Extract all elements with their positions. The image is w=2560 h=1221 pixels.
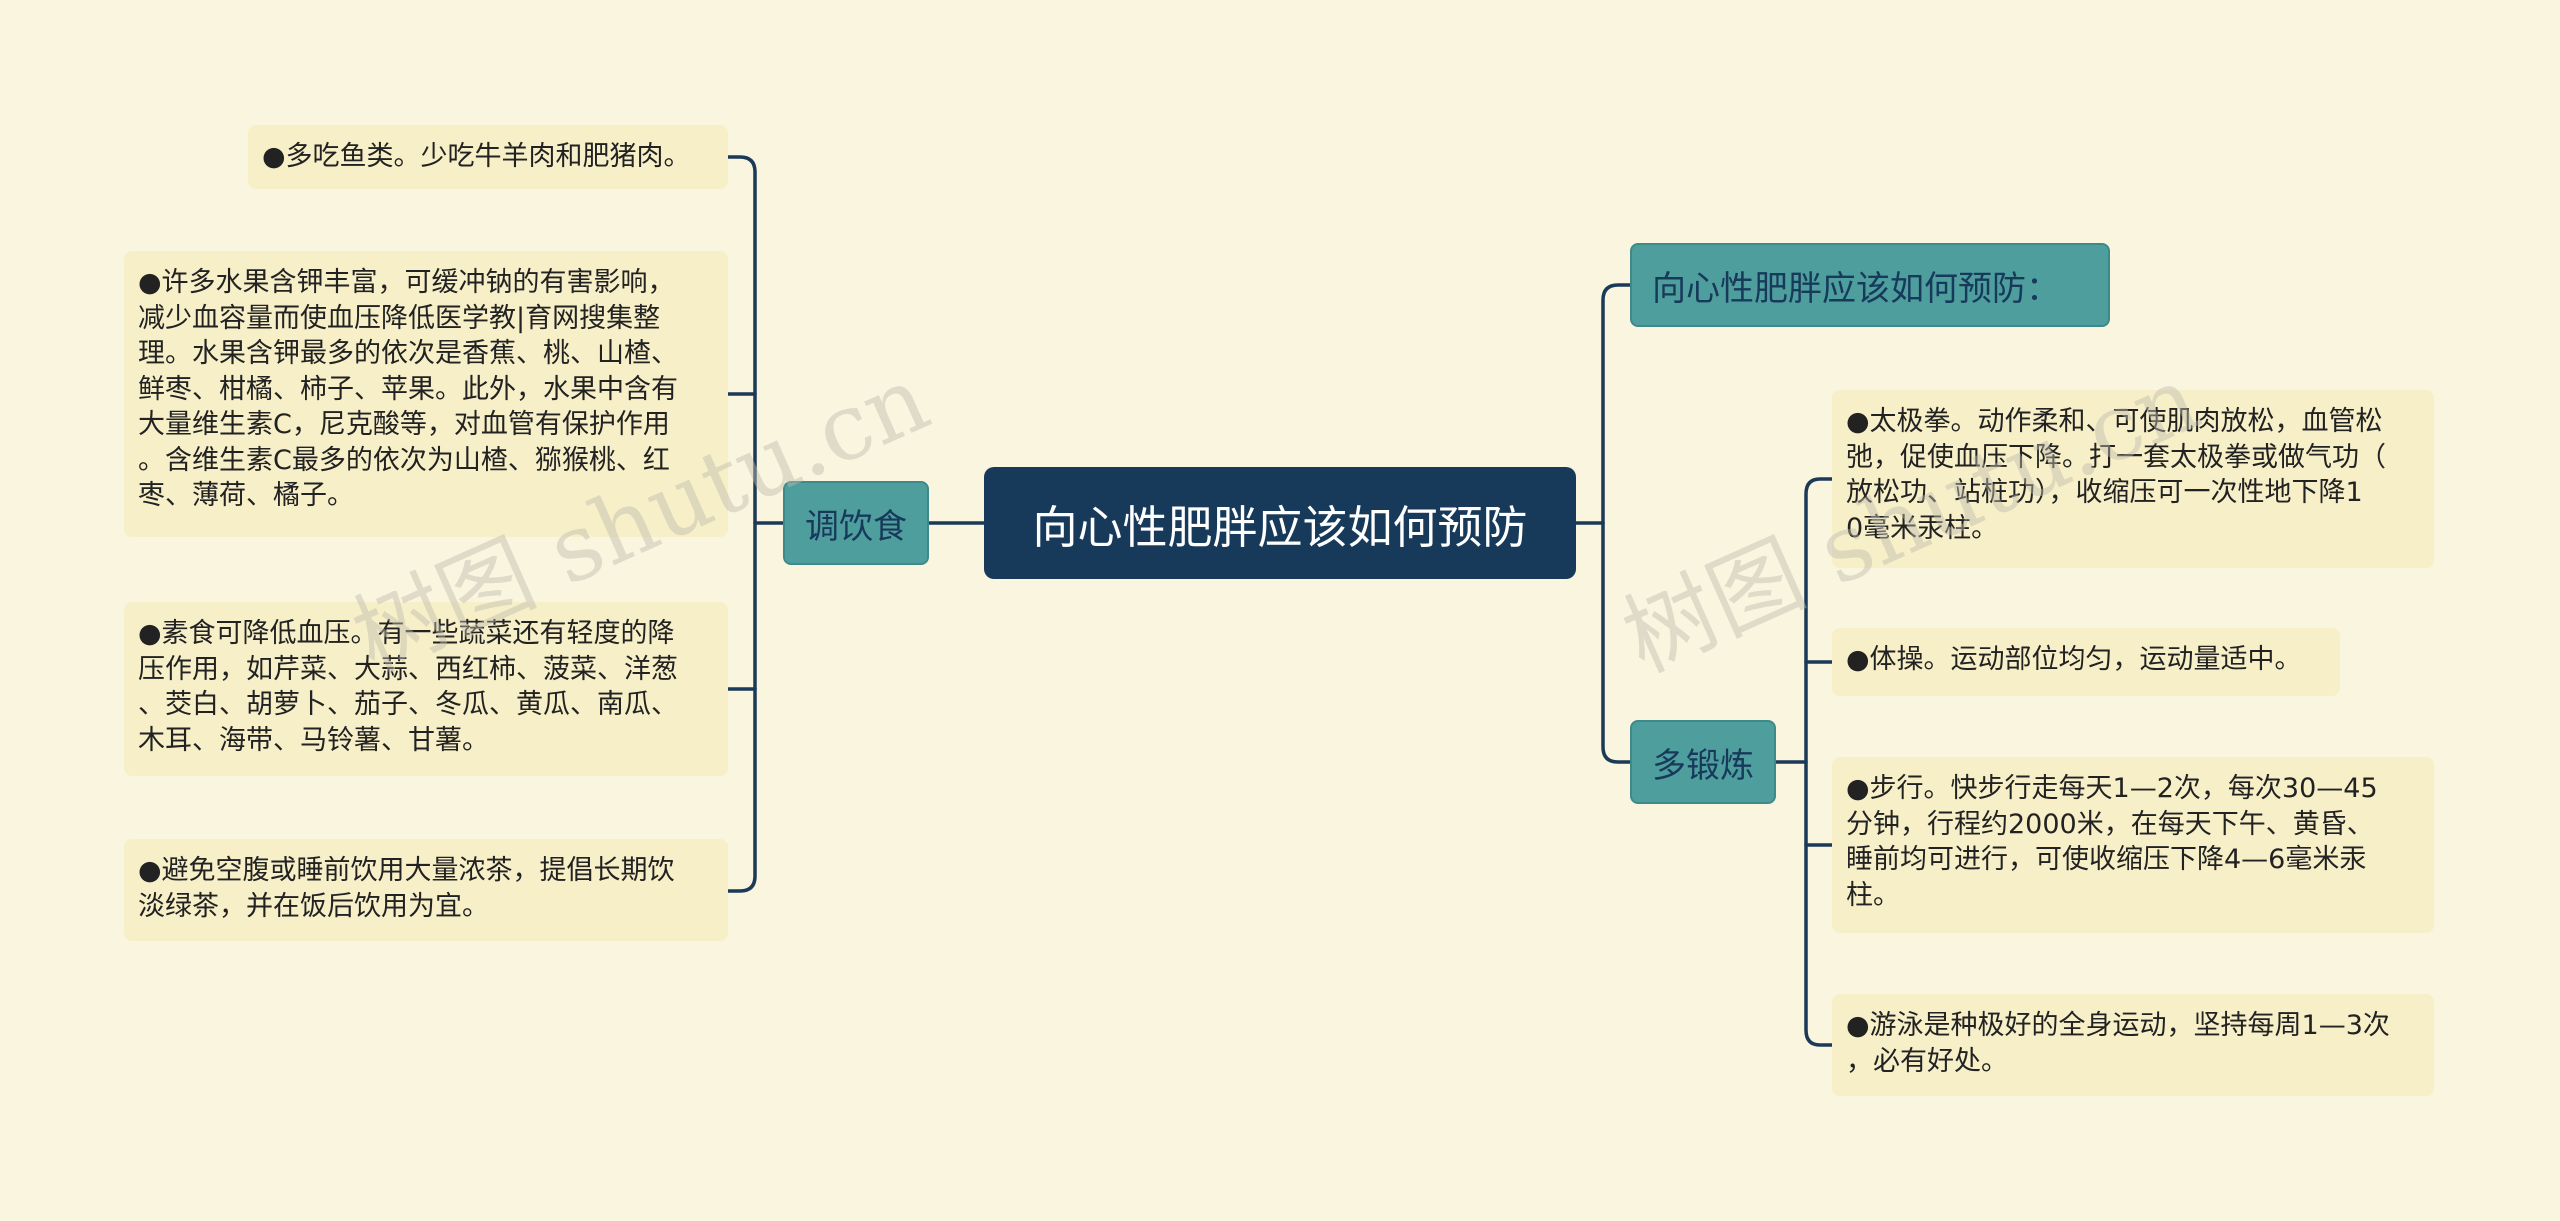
leaf-exercise-gymnastics[interactable]: ●体操。运动部位均匀，运动量适中。 — [1832, 628, 2340, 696]
connector-right-tree — [1601, 283, 1632, 764]
leaf-diet-fruit[interactable]: ●许多水果含钾丰富，可缓冲钠的有害影响， 减少血容量而使血压降低医学教|育网搜集… — [124, 251, 728, 537]
connector-diet-tree — [726, 155, 757, 893]
leaf-exercise-walking[interactable]: ●步行。快步行走每天1—2次，每次30—45 分钟，行程约2000米，在每天下午… — [1832, 757, 2434, 933]
leaf-exercise-taichi[interactable]: ●太极拳。动作柔和、可使肌肉放松，血管松 弛，促使血压下降。打一套太极拳或做气功… — [1832, 390, 2434, 568]
branch-exercise[interactable]: 多锻炼 — [1630, 720, 1776, 804]
branch-diet[interactable]: 调饮食 — [783, 481, 929, 565]
connector-ex-tree — [1804, 477, 1834, 1047]
root-topic[interactable]: 向心性肥胖应该如何预防 — [984, 467, 1576, 579]
leaf-diet-vegetables[interactable]: ●素食可降低血压。有一些蔬菜还有轻度的降 压作用，如芹菜、大蒜、西红柿、菠菜、洋… — [124, 602, 728, 776]
leaf-exercise-swimming[interactable]: ●游泳是种极好的全身运动，坚持每周1—3次 ，必有好处。 — [1832, 994, 2434, 1096]
leaf-diet-fish[interactable]: ●多吃鱼类。少吃牛羊肉和肥猪肉。 — [248, 125, 728, 189]
branch-diet-label: 调饮食 — [805, 506, 907, 547]
root-topic-label: 向心性肥胖应该如何预防 — [1032, 500, 1528, 554]
branch-intro-label: 向心性肥胖应该如何预防： — [1652, 268, 2060, 309]
branch-intro[interactable]: 向心性肥胖应该如何预防： — [1630, 243, 2110, 327]
leaf-diet-tea[interactable]: ●避免空腹或睡前饮用大量浓茶，提倡长期饮 淡绿茶，并在饭后饮用为宜。 — [124, 839, 728, 941]
branch-exercise-label: 多锻炼 — [1652, 745, 1754, 786]
